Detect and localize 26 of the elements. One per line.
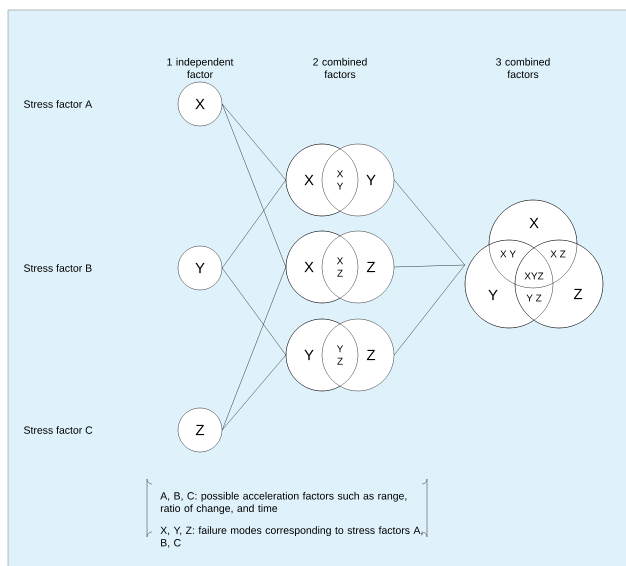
- node-label: Y: [366, 174, 376, 186]
- node-label: Z: [574, 288, 582, 300]
- connector-line: [222, 104, 286, 268]
- note-text: A, B, C: possible acceleration factors such as range, ratio of change, and time: [160, 492, 406, 514]
- factor-label: Stress factor C: [24, 426, 92, 434]
- node-label: X Z: [550, 250, 566, 258]
- factor-label: Stress factor A: [24, 100, 92, 108]
- connector-line: [394, 180, 465, 266]
- connector-line: [394, 264, 465, 356]
- column-heading: 2 combined factors: [313, 58, 367, 78]
- venn-diagram: X X Y X Z XYZ Y Y Z Z: [464, 200, 604, 328]
- connector-line: [222, 180, 286, 268]
- node-label: Z: [366, 350, 376, 360]
- column-heading: 3 combined factors: [496, 58, 550, 78]
- connector-line: [394, 264, 465, 268]
- venn-diagram: X X Z Z: [286, 230, 394, 304]
- factor-label: Stress factor B: [24, 264, 92, 272]
- venn-diagram: X X Y Y: [286, 144, 394, 216]
- venn-diagram: Y Y Z Z: [286, 318, 394, 392]
- node-label: X: [529, 218, 539, 228]
- connector-line: [222, 266, 286, 430]
- connector-line: [222, 354, 286, 430]
- node-label: Z: [366, 262, 376, 272]
- connector-line: [222, 268, 286, 356]
- connector-line: [222, 104, 286, 180]
- note-text: X, Y, Z: failure modes corresponding to stress factors A, B, C: [160, 526, 422, 548]
